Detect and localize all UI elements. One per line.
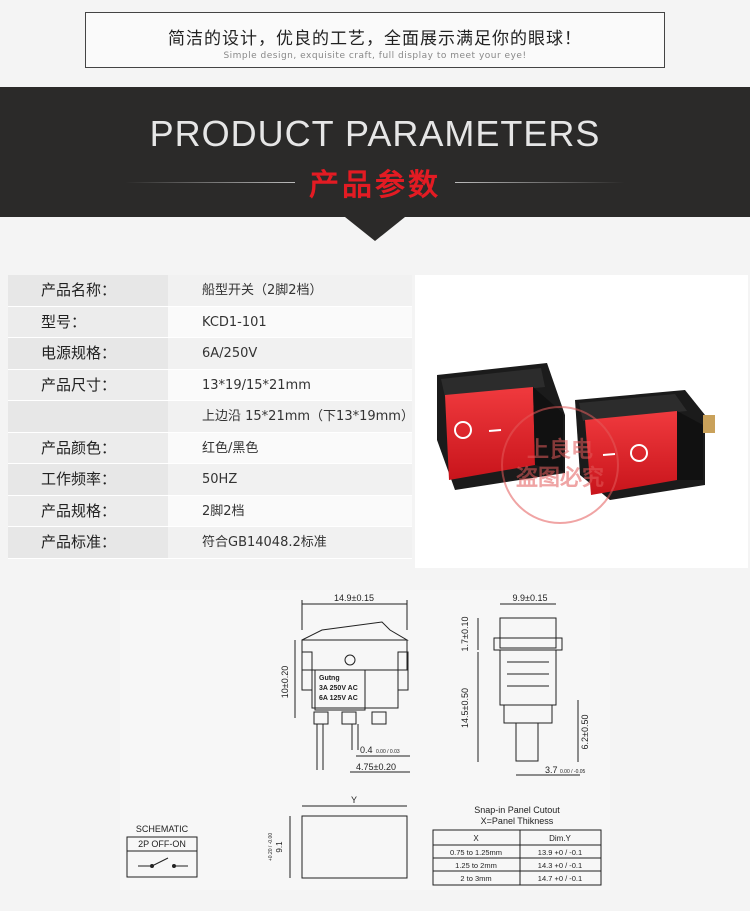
dim-pin-thick: 0.4 — [360, 745, 373, 755]
banner-divider-right — [455, 182, 625, 183]
technical-drawing: 14.9±0.15 9.9±0.15 10±0.20 1.7±0.10 14.5… — [120, 590, 610, 890]
cutout-table-cell: 14.3 +0 / -0.1 — [538, 861, 582, 870]
table-row: 产品尺寸：13*19/15*21mm — [8, 369, 412, 401]
cutout-title-1: Snap-in Panel Cutout — [474, 805, 560, 815]
param-key: 产品标准： — [8, 527, 168, 558]
banner-divider-left — [125, 182, 295, 183]
cutout-title-2: X=Panel Thikness — [481, 816, 554, 826]
banner-title-chinese: 产品参数 — [309, 168, 441, 203]
table-row: 产品标准：符合GB14048.2标准 — [8, 527, 412, 559]
cutout-table-cell: 14.7 +0 / -0.1 — [538, 874, 582, 883]
dim-pin-side: 6.2±0.50 — [580, 715, 590, 750]
param-key: 型号： — [8, 306, 168, 337]
schematic-label: 2P OFF-ON — [138, 839, 186, 849]
table-row: 上边沿 15*21mm（下13*19mm） — [8, 401, 414, 433]
tagline-chinese: 简洁的设计，优良的工艺，全面展示满足你的眼球！ — [168, 29, 582, 49]
param-value: 符合GB14048.2标准 — [168, 527, 412, 558]
watermark-line1: 上良电 — [527, 437, 593, 463]
table-row: 电源规格：6A/250V — [8, 338, 412, 370]
watermark: 上良电 盗图必究 — [501, 406, 619, 524]
dim-width-side: 9.9±0.15 — [513, 593, 548, 603]
table-row: 型号：KCD1-101 — [8, 306, 412, 338]
cutout-table-header-x: X — [473, 834, 479, 843]
dim-pin-width: 3.7 — [545, 765, 558, 775]
table-row: 产品颜色：红色/黑色 — [8, 432, 412, 464]
param-value: 50HZ — [168, 464, 412, 495]
dim-body-side: 14.5±0.50 — [460, 688, 470, 728]
param-key: 产品名称： — [8, 275, 168, 306]
cutout-table-header-y: Dim.Y — [549, 834, 571, 843]
product-photo: 上良电 盗图必究 — [415, 275, 748, 568]
param-key: 电源规格： — [8, 338, 168, 369]
dim-height-front: 10±0.20 — [280, 666, 290, 698]
param-value: 红色/黑色 — [168, 432, 412, 463]
param-key: 产品颜色： — [8, 432, 168, 463]
dim-width-front: 14.9±0.15 — [334, 593, 374, 603]
param-value: 2脚2档 — [168, 495, 412, 526]
cutout-table-cell: 2 to 3mm — [460, 874, 491, 883]
tagline-box: 简洁的设计，优良的工艺，全面展示满足你的眼球！ Simple design, e… — [85, 12, 665, 68]
dim-pin-pitch: 4.75±0.20 — [356, 762, 396, 772]
cutout-table-cell: 1.25 to 2mm — [455, 861, 497, 870]
parameter-table: 产品名称：船型开关（2脚2档） 型号：KCD1-101 电源规格：6A/250V… — [8, 275, 414, 559]
product-parameters-banner: PRODUCT PARAMETERS 产品参数 — [0, 87, 750, 217]
label-brand: Gutng — [319, 675, 340, 682]
schematic-title: SCHEMATIC — [136, 824, 189, 834]
param-value: 6A/250V — [168, 338, 412, 369]
param-key: 产品尺寸： — [8, 369, 168, 400]
param-key: 工作频率： — [8, 464, 168, 495]
rocker-switch-left — [437, 363, 565, 490]
param-key: 产品规格： — [8, 495, 168, 526]
param-value: KCD1-101 — [168, 306, 412, 337]
dim-pin-thick-tol: 0.00 / 0.03 — [376, 749, 400, 755]
cutout-table-cell: 13.9 +0 / -0.1 — [538, 848, 582, 857]
watermark-line2: 盗图必究 — [516, 465, 604, 491]
cutout-height-tol: +0.20 / -0.00 — [268, 833, 274, 861]
cutout-table-cell: 0.75 to 1.25mm — [450, 848, 502, 857]
banner-arrow-down-icon — [345, 217, 405, 241]
param-value: 13*19/15*21mm — [168, 369, 412, 400]
table-row: 工作频率：50HZ — [8, 464, 412, 496]
param-key — [8, 401, 168, 432]
param-value: 上边沿 15*21mm（下13*19mm） — [168, 401, 414, 432]
tagline-english: Simple design, exquisite craft, full dis… — [223, 51, 527, 61]
table-row: 产品名称：船型开关（2脚2档） — [8, 275, 412, 307]
cutout-y: Y — [351, 795, 357, 805]
cutout-height: 9.1 — [275, 841, 284, 853]
dim-top-side: 1.7±0.10 — [460, 617, 470, 652]
dim-pin-width-tol: 0.00 / -0.05 — [560, 769, 586, 775]
banner-title-english: PRODUCT PARAMETERS — [149, 113, 601, 154]
table-row: 产品规格：2脚2档 — [8, 495, 412, 527]
label-line1: 3A 250V AC — [319, 685, 358, 692]
label-line2: 6A 125V AC — [319, 695, 358, 702]
param-value: 船型开关（2脚2档） — [168, 275, 412, 306]
